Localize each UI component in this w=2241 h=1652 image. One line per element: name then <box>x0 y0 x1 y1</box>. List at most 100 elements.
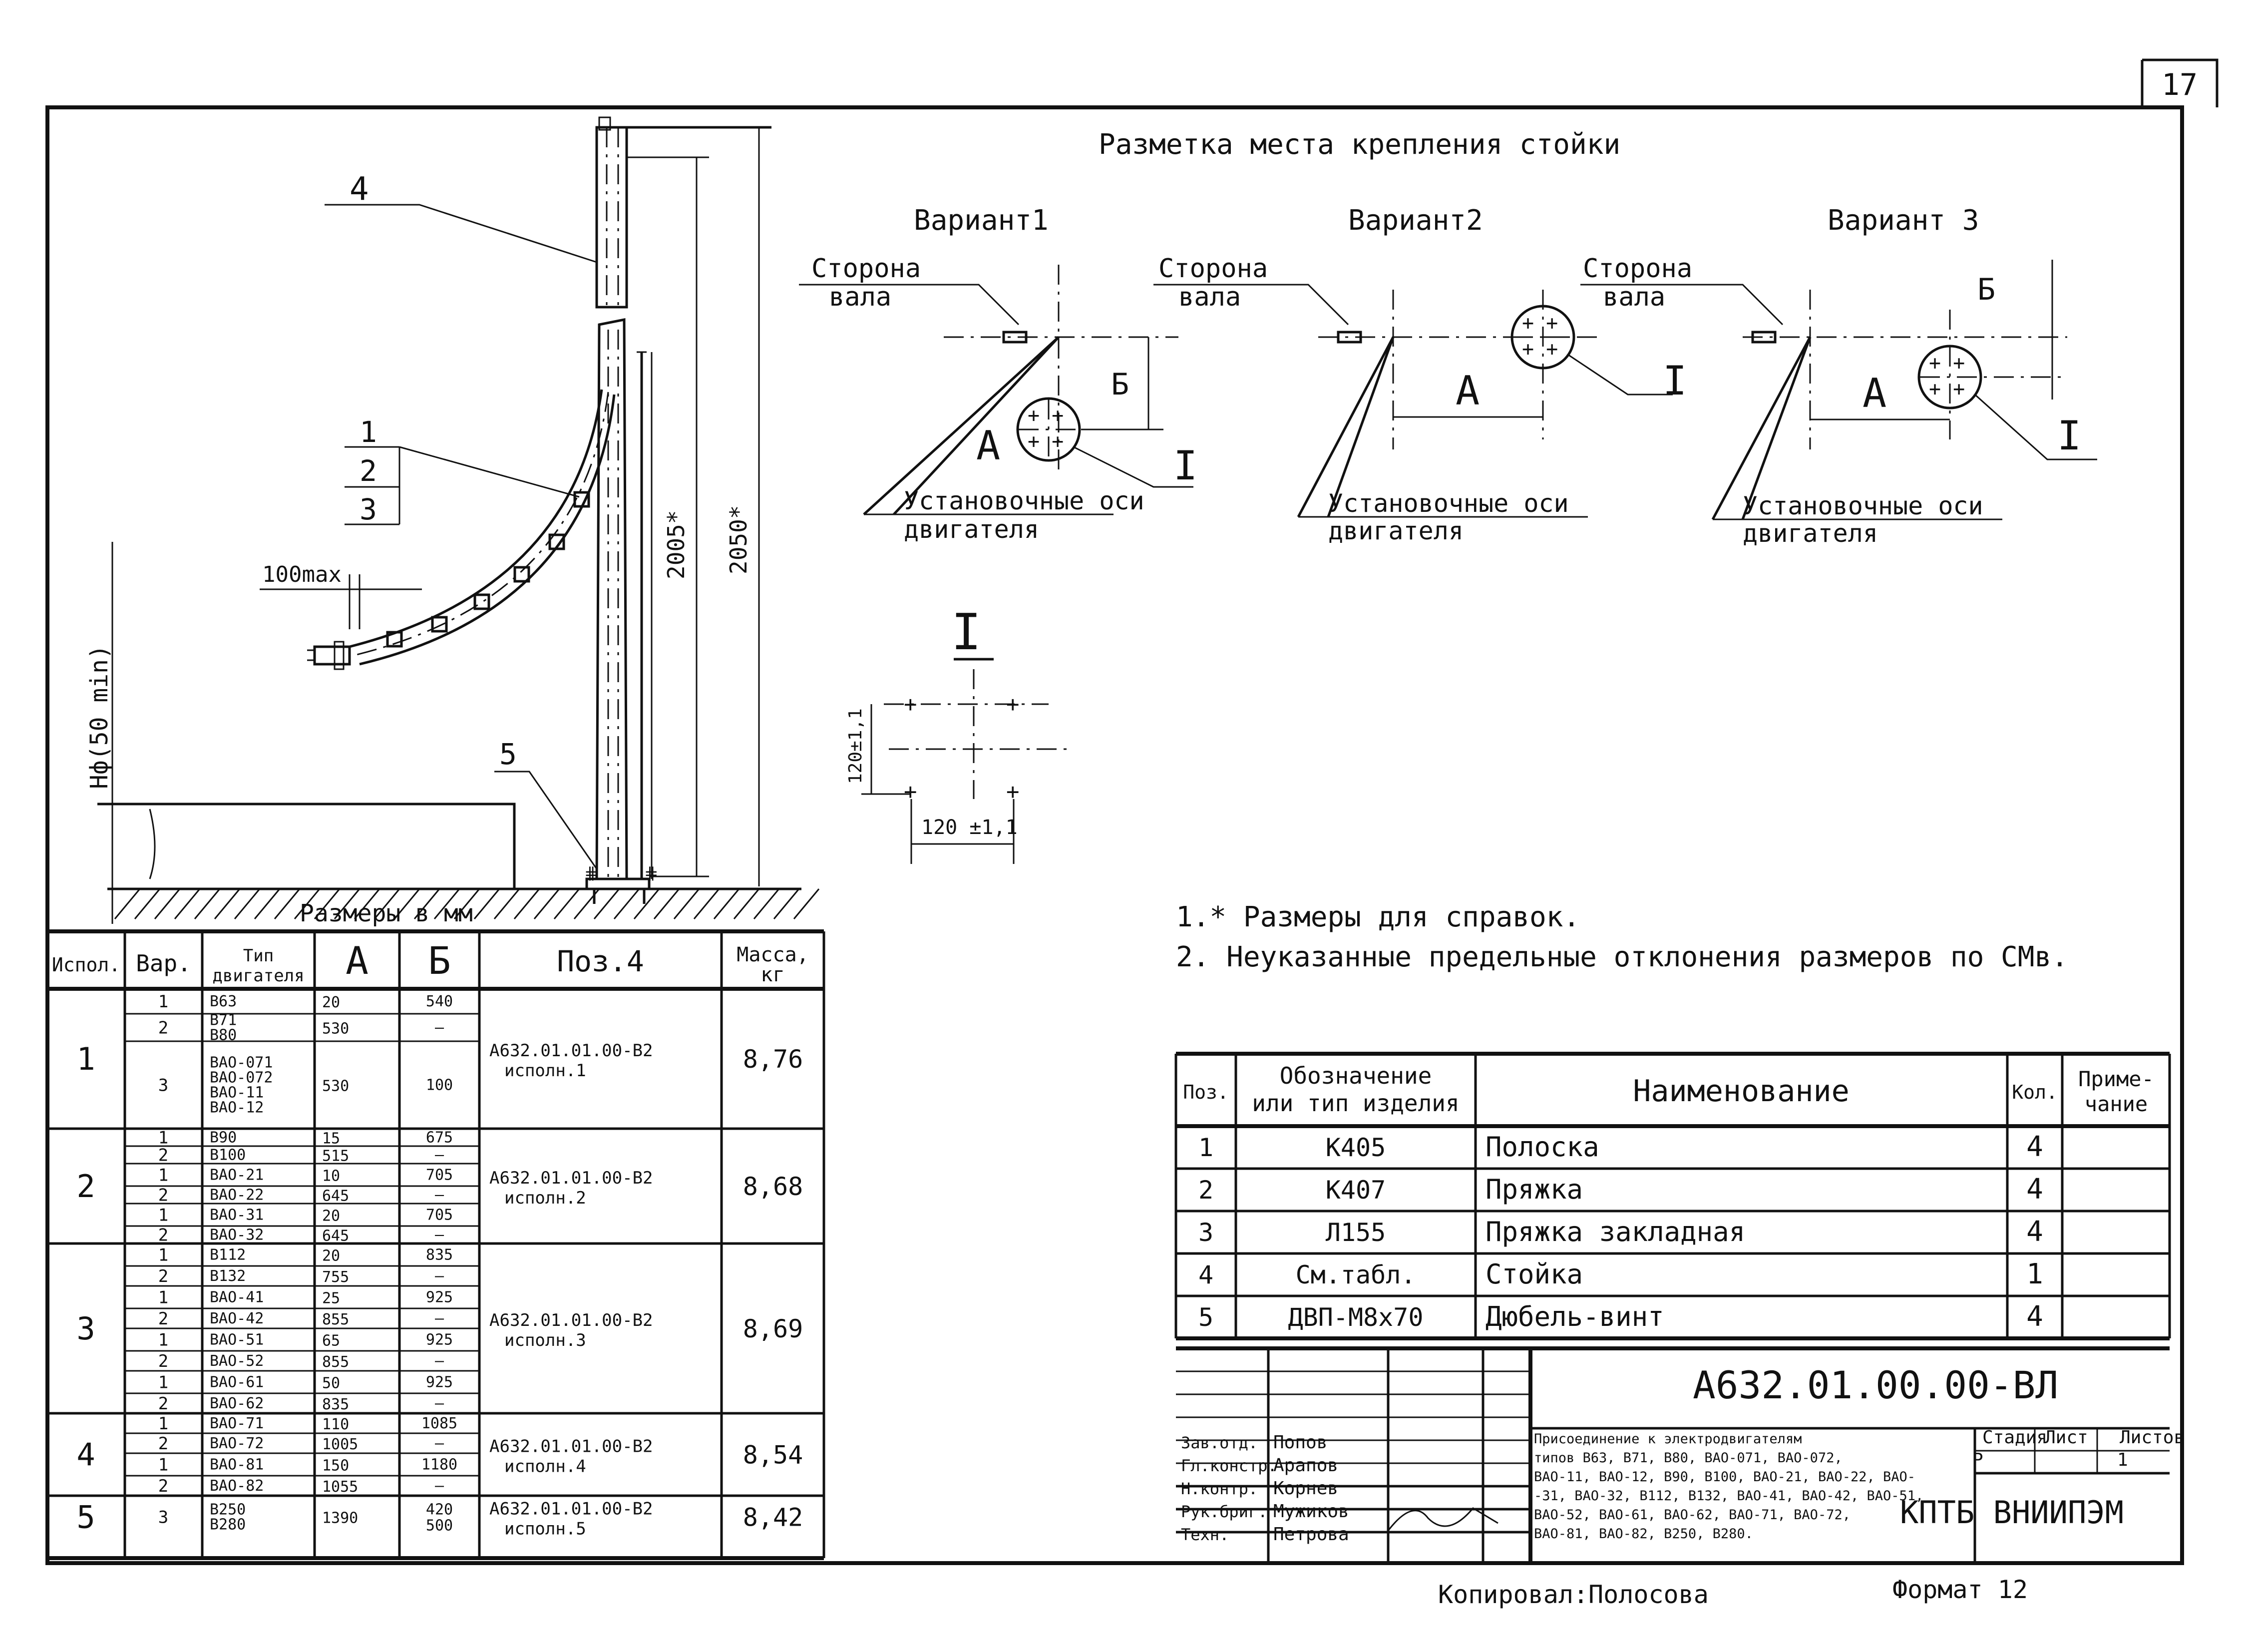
spec-cell-qty: 4 <box>2026 1131 2043 1163</box>
clamp <box>473 593 490 610</box>
sizes-cell-var: 1 <box>158 1288 168 1308</box>
sizes-cell-b: 925 <box>426 1374 453 1391</box>
sizes-cell-var: 2 <box>158 1351 168 1371</box>
tb-name: Арапов <box>1273 1455 1338 1476</box>
svg-text:+ +: + + <box>1028 430 1064 453</box>
svg-text:Сторона: Сторона <box>1583 254 1692 284</box>
leader-pos5 <box>494 771 598 869</box>
sizes-cell-var: 1 <box>158 1330 168 1350</box>
sizes-cell-a: 645 <box>322 1188 349 1205</box>
spec-cell-pos: 4 <box>1198 1260 1213 1289</box>
base-plate <box>585 877 651 890</box>
sizes-cell-var: 2 <box>158 1476 168 1496</box>
leader-pos4 <box>325 204 597 263</box>
sizes-cell-pos4-isp: исполн.1 <box>504 1061 586 1081</box>
variant-3-title: Вариант 3 <box>1828 204 1979 237</box>
sizes-cell-b: 925 <box>426 1289 453 1306</box>
spec-cell-pos: 1 <box>1198 1133 1213 1162</box>
sizes-cell-b: — <box>435 1147 444 1164</box>
sizes-cell-var: 1 <box>158 1245 168 1265</box>
sizes-cell-a: 65 <box>322 1332 340 1350</box>
svg-text:I: I <box>1173 442 1197 489</box>
sizes-cell-a: 755 <box>322 1268 349 1286</box>
variant-1-dim-a: А <box>976 422 1000 469</box>
sizes-cell-pos4-isp: исполн.4 <box>504 1457 586 1477</box>
detail-dim-h: 120 ±1,1 <box>921 816 1018 839</box>
sizes-cell-b: 1085 <box>421 1415 457 1432</box>
clamp <box>548 533 565 550</box>
svg-text:вала: вала <box>829 282 891 312</box>
sizes-cell-b: — <box>435 1435 444 1452</box>
tb-description-line: Присоединение к электродвигателям <box>1534 1431 1802 1447</box>
spec-cell-qty: 4 <box>2026 1216 2043 1248</box>
tb-description-line: -31, ВАО-32, В112, В132, ВАО-41, ВАО-42,… <box>1534 1488 1923 1504</box>
sizes-cell-type: ВАО-82 <box>210 1477 264 1495</box>
tb-description-line: ВАО-52, ВАО-61, ВАО-62, ВАО-71, ВАО-72, <box>1534 1507 1851 1523</box>
footer-copied: Копировал:Полосова <box>1438 1580 1709 1609</box>
sizes-cell-a: 110 <box>322 1416 349 1433</box>
variant-2-dim-a: А <box>1456 368 1480 414</box>
sheet-frame <box>45 105 2184 1565</box>
sizes-cell-a: 855 <box>322 1311 349 1328</box>
variant-2-title: Вариант2 <box>1348 204 1483 237</box>
spec-cell-pos: 3 <box>1198 1218 1213 1247</box>
sizes-cell-var: 3 <box>158 1076 168 1096</box>
spec-cell-name: Стойка <box>1486 1258 1583 1290</box>
tb-description-line: типов В63, В71, В80, ВАО-071, ВАО-072, <box>1534 1450 1843 1466</box>
sizes-cell-var: 3 <box>158 1508 168 1528</box>
spec-header-qty: Кол. <box>2012 1081 2058 1103</box>
sizes-cell-var: 2 <box>158 1186 168 1206</box>
marking-title: Разметка места крепления стойки <box>1099 128 1620 161</box>
sizes-cell-type: ВАО-21 <box>210 1167 264 1184</box>
sizes-cell-var: 2 <box>158 1018 168 1038</box>
sizes-cell-b: 925 <box>426 1331 453 1349</box>
svg-text:двигателя: двигателя <box>904 515 1039 544</box>
sizes-cell-mass: 8,68 <box>743 1172 803 1201</box>
sizes-cell-a: 515 <box>322 1148 349 1165</box>
sizes-cell-a: 15 <box>322 1130 340 1148</box>
sizes-cell-mass: 8,42 <box>743 1503 803 1532</box>
sizes-cell-a: 50 <box>322 1375 340 1392</box>
sizes-cell-pos4: А632.01.01.00-В2 <box>489 1499 653 1519</box>
elevation-view: ⋕ ⋕ 4 1 2 3 5 100max 2005* <box>85 116 820 924</box>
sizes-cell-a: 530 <box>322 1020 349 1038</box>
carrier-clamps <box>386 491 590 648</box>
post-lower <box>595 318 628 880</box>
svg-text:Установочные оси: Установочные оси <box>904 486 1144 515</box>
spec-cell-name: Пряжка закладная <box>1486 1216 1745 1247</box>
svg-text:+ +: + + <box>1522 338 1558 361</box>
tb-role: Н.контр. <box>1181 1479 1258 1498</box>
sizes-cell-b: — <box>435 1310 444 1327</box>
foundation-outline <box>97 803 516 889</box>
svg-text:I: I <box>1663 358 1687 404</box>
sizes-cell-b: — <box>435 1395 444 1412</box>
sizes-cell-var: 1 <box>158 1206 168 1226</box>
sizes-cell-b: — <box>435 1187 444 1204</box>
sizes-cell-b: 1180 <box>421 1456 457 1474</box>
tb-role: Зав.отд. <box>1181 1433 1258 1452</box>
sizes-header-6: Масса,кг <box>737 943 809 986</box>
sizes-cell-mass: 8,69 <box>743 1314 803 1343</box>
detail-I-title: I <box>951 603 981 661</box>
spec-cell-pos: 2 <box>1198 1176 1213 1205</box>
sizes-cell-mass: 8,54 <box>743 1441 803 1470</box>
svg-text:I: I <box>2057 413 2081 459</box>
sizes-cell-a: 645 <box>322 1228 349 1245</box>
sizes-cell-a: 1005 <box>322 1436 358 1453</box>
variant-2: Вариант2 Сторона вала + + + + А I Устано… <box>1153 204 1687 545</box>
tb-name: Корнев <box>1273 1478 1338 1499</box>
spec-cell-pos: 5 <box>1198 1303 1213 1332</box>
svg-text:+: + <box>1006 779 1020 805</box>
svg-text:+: + <box>1006 692 1020 717</box>
elev-pos-4: 4 <box>350 171 369 208</box>
dim-2050: 2050* <box>725 505 752 574</box>
clamp <box>513 566 530 583</box>
post-upper <box>595 126 628 309</box>
elev-pos-2: 2 <box>360 454 377 488</box>
sizes-cell-pos4: А632.01.01.00-В2 <box>489 1310 653 1330</box>
sizes-cell-type: ВАО-41 <box>210 1289 264 1306</box>
sizes-cell-a: 20 <box>322 1247 340 1265</box>
